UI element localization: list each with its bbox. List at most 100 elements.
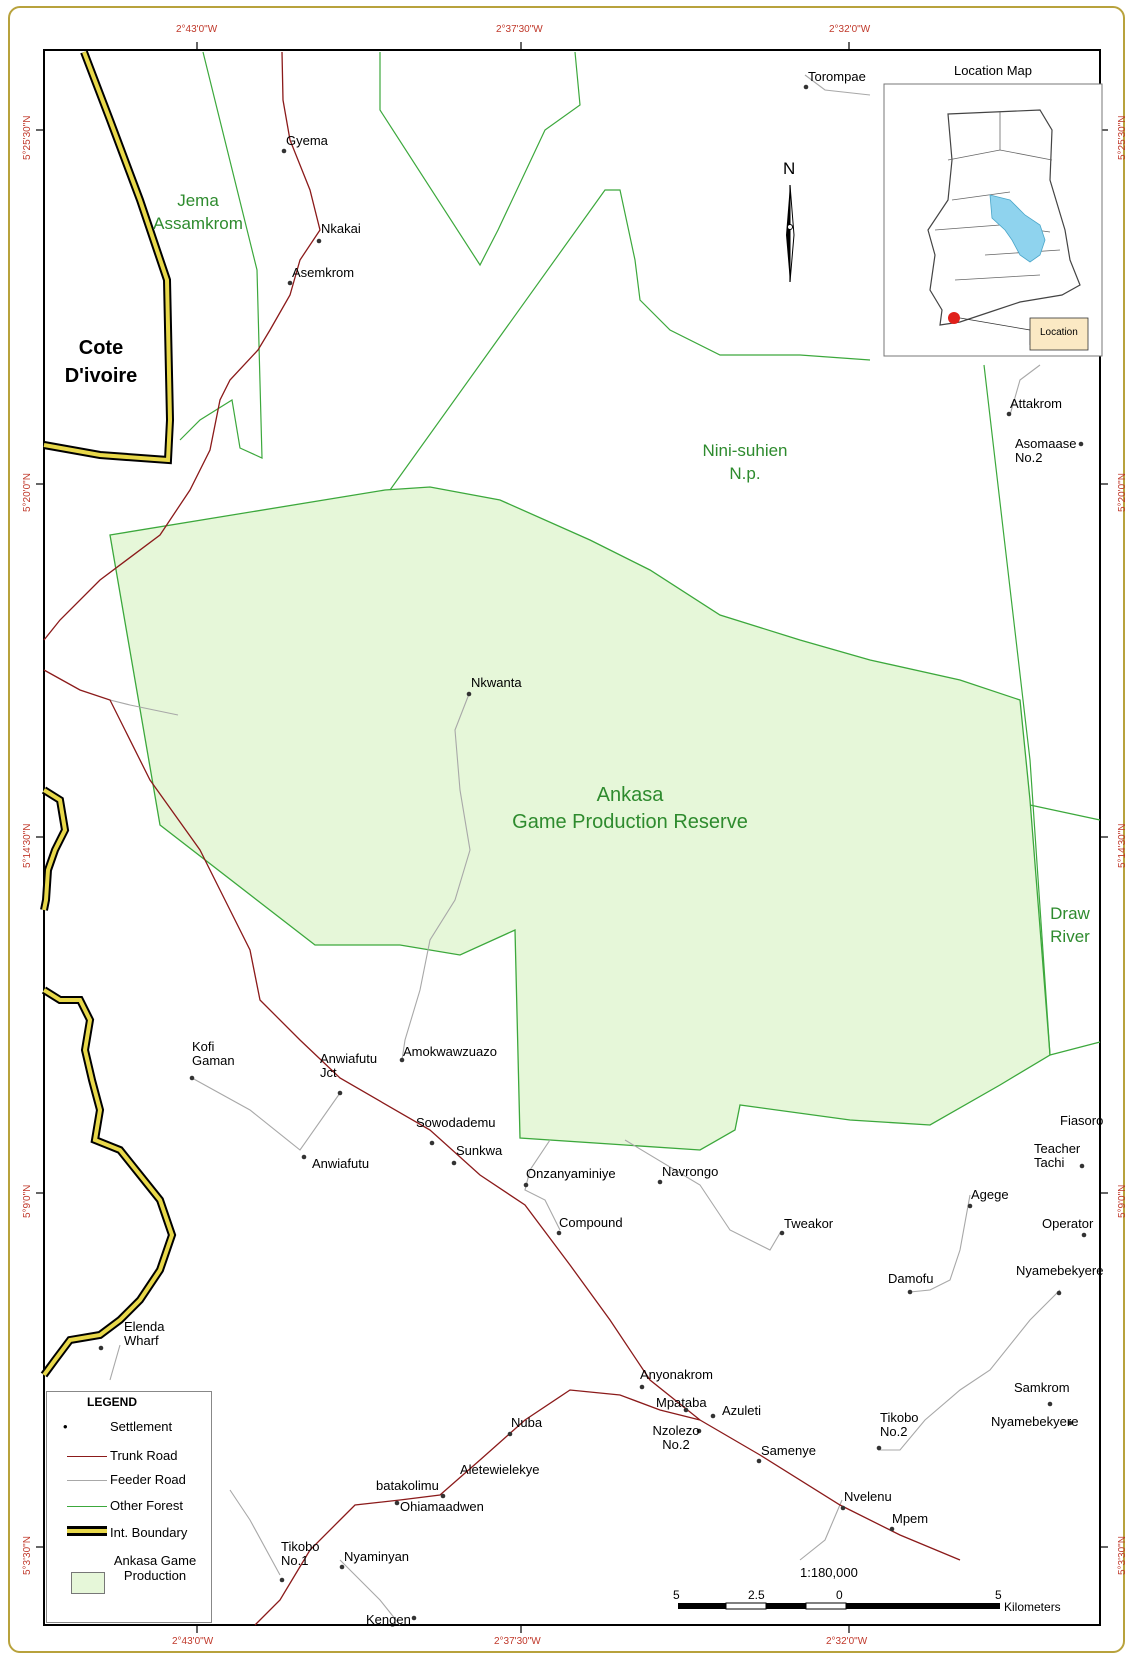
settlement-label: Kengen — [366, 1612, 411, 1627]
settlement-label: Samkrom — [1014, 1380, 1070, 1395]
country-label-line-2: D'ivoire — [64, 365, 138, 387]
forest-label-nini-line-2: N.p. — [729, 463, 761, 483]
graticule-ticks — [36, 42, 1108, 1633]
settlement-label: Onzanyaminiye — [526, 1166, 616, 1181]
settlement-label: batakolimu — [376, 1478, 439, 1493]
scale-unit: Kilometers — [1004, 1600, 1061, 1614]
scale-ratio: 1:180,000 — [800, 1565, 858, 1580]
settlement-dots — [98, 84, 1087, 1621]
settlement-label: Nyamebekyere — [991, 1414, 1079, 1429]
legend-item-other-forest: Other Forest — [110, 1498, 183, 1513]
north-arrow-icon — [786, 184, 795, 283]
settlement-label: Navrongo — [662, 1164, 719, 1179]
lat-label-left-2: 5°20'0"N — [22, 473, 33, 512]
lon-label-bottom-1: 2°43'0"W — [172, 1636, 214, 1647]
lat-label-right-2: 5°20'0"N — [1117, 473, 1128, 512]
forest-label-ankasa: Ankasa Game Production Reserve — [480, 782, 780, 836]
legend: LEGEND • Settlement Trunk Road Feeder Ro… — [46, 1391, 212, 1623]
settlement-label: Mpem — [892, 1511, 929, 1526]
legend-item-int-boundary: Int. Boundary — [110, 1525, 188, 1540]
other-forest-lines — [179, 51, 1101, 1056]
settlement-label: Amokwawzuazo — [403, 1044, 497, 1059]
lon-label-top-3: 2°32'0"W — [829, 24, 871, 35]
lat-label-right-1: 5°25'30"N — [1117, 115, 1128, 161]
forest-label-jema-line-2: Assamkrom — [153, 213, 243, 233]
forest-label-ankasa-line-2: Game Production Reserve — [512, 811, 748, 833]
scale-tick-label: 0 — [836, 1588, 843, 1602]
lat-label-right-3: 5°14'30"N — [1117, 823, 1128, 869]
lat-label-left-4: 5°9'0"N — [22, 1184, 33, 1218]
settlement-label: Sowodademu — [416, 1115, 496, 1130]
settlement-label: Agege — [971, 1187, 1009, 1202]
inset-map — [883, 83, 1103, 357]
settlement-label: Attakrom — [1010, 396, 1063, 411]
settlement-label: Asemkrom — [292, 265, 355, 280]
legend-feeder-road-symbol — [67, 1480, 107, 1481]
settlement-label: Torompae — [808, 69, 866, 84]
legend-trunk-road-symbol — [67, 1456, 107, 1457]
lon-label-bottom-2: 2°37'30"W — [494, 1636, 541, 1647]
north-arrow-label: N — [783, 159, 796, 178]
inset-callout-label: Location — [1040, 327, 1078, 338]
settlement-label: Tweakor — [784, 1216, 834, 1231]
lat-label-right-5: 5°3'30"N — [1117, 1536, 1128, 1575]
country-label: Cote D'ivoire — [56, 334, 146, 390]
legend-reserve-symbol — [71, 1572, 105, 1594]
settlement-label: Compound — [559, 1215, 623, 1230]
settlement-label: Sunkwa — [456, 1143, 503, 1158]
legend-item-ankasa: Ankasa Game Production — [113, 1553, 197, 1583]
international-boundary — [40, 50, 177, 1378]
legend-title: LEGEND — [87, 1395, 138, 1409]
lake-volta — [989, 194, 1046, 263]
forest-label-jema: Jema Assamkrom — [148, 190, 248, 236]
lon-label-bottom-3: 2°32'0"W — [826, 1636, 868, 1647]
scale-tick-label: 2.5 — [748, 1588, 765, 1602]
settlement-label: Kofi Gaman — [192, 1039, 235, 1068]
settlement-label: Operator — [1042, 1216, 1094, 1231]
settlement-label: Nkwanta — [471, 675, 522, 690]
forest-label-nini-suhien: Nini-suhien N.p. — [680, 440, 810, 486]
forest-label-draw-line-1: Draw — [1050, 904, 1090, 923]
forest-label-draw-line-2: River — [1050, 926, 1090, 946]
settlement-label: Azuleti — [722, 1403, 762, 1418]
forest-label-ankasa-line-1: Ankasa — [596, 784, 664, 806]
lat-label-right-4: 5°9'0"N — [1117, 1184, 1128, 1218]
forest-label-nini-line-1: Nini-suhien — [702, 441, 788, 460]
country-label-line-1: Cote — [78, 337, 124, 359]
forest-label-jema-line-1: Jema — [177, 191, 219, 210]
settlement-label: Aletewielekye — [460, 1462, 540, 1477]
settlement-label: Anwiafutu — [312, 1156, 370, 1171]
settlement-label: Nzolezo No.2 — [652, 1423, 700, 1452]
lat-label-left-5: 5°3'30"N — [22, 1536, 33, 1575]
settlement-label: Gyema — [286, 133, 328, 148]
legend-settlement-symbol: • — [63, 1419, 68, 1434]
location-marker — [948, 312, 960, 324]
ankasa-reserve-area — [109, 486, 1051, 1151]
settlement-label: Asomaase No.2 — [1015, 436, 1077, 465]
settlement-label: Nkakai — [321, 221, 361, 236]
scale-tick-label: 5 — [995, 1588, 1002, 1602]
settlement-label: Tikobo No.2 — [880, 1410, 919, 1439]
settlement-label: Anwiafutu Jct — [320, 1051, 378, 1080]
scale-tick-label: 5 — [673, 1588, 680, 1602]
settlement-label: Damofu — [888, 1271, 934, 1286]
legend-item-settlement: Settlement — [110, 1419, 173, 1434]
settlement-label: Elenda Wharf — [124, 1319, 165, 1348]
forest-label-draw-river: Draw River — [1040, 903, 1100, 949]
feeder-roads — [109, 74, 1061, 1626]
legend-item-feeder-road: Feeder Road — [110, 1472, 186, 1487]
settlement-label: Nvelenu — [844, 1489, 892, 1504]
settlement-label: Samenye — [761, 1443, 816, 1458]
settlement-label: Nyaminyan — [344, 1549, 410, 1564]
settlement-label: Nyamebekyere — [1016, 1263, 1104, 1278]
lat-label-left-1: 5°25'30"N — [22, 115, 33, 161]
settlement-label: Nuba — [511, 1415, 543, 1430]
lat-label-left-3: 5°14'30"N — [22, 823, 33, 869]
legend-boundary-symbol — [67, 1526, 107, 1536]
settlement-label: Fiasoro — [1060, 1113, 1104, 1128]
legend-item-trunk-road: Trunk Road — [110, 1448, 178, 1463]
settlement-label: Teacher Tachi — [1034, 1141, 1081, 1170]
inset-title: Location Map — [953, 63, 1033, 78]
settlement-label: Mpataba — [656, 1395, 707, 1410]
